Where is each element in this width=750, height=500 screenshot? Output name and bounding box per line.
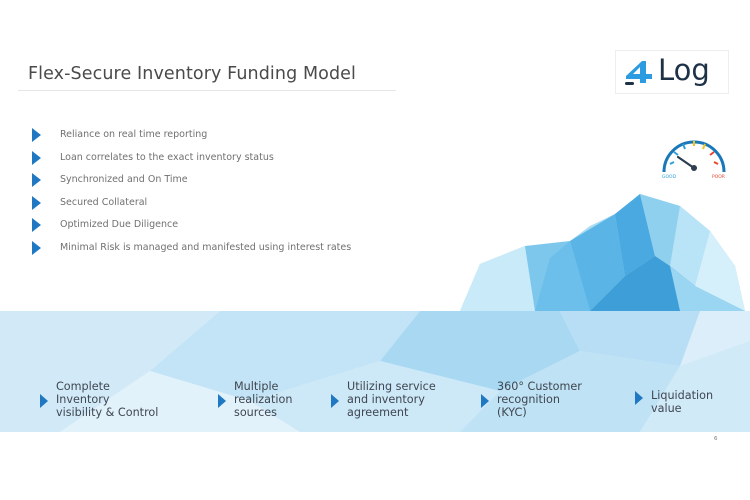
bullet-list: Reliance on real time reporting Loan cor… (32, 127, 432, 263)
triangle-bullet-icon (40, 394, 48, 408)
bullet-text: Minimal Risk is managed and manifested u… (60, 241, 352, 253)
bullet-text: Optimized Due Diligence (60, 219, 179, 231)
triangle-bullet-icon (32, 150, 41, 165)
logo-text: Log (658, 53, 710, 87)
title-bar: Flex-Secure Inventory Funding Model (18, 62, 396, 91)
bullet-text: Synchronized and On Time (60, 174, 188, 186)
triangle-bullet-icon (32, 128, 41, 142)
slide-title: Flex-Secure Inventory Funding Model (28, 64, 357, 84)
gauge-poor-label: POOR (712, 174, 725, 180)
triangle-bullet-icon (32, 195, 41, 210)
logo-mark-icon (625, 61, 652, 85)
bullet-item: Loan correlates to the exact inventory s… (32, 150, 432, 173)
bullet-item: Secured Collateral (32, 195, 432, 218)
page-number: 6 (714, 436, 718, 442)
triangle-bullet-icon (481, 394, 489, 408)
triangle-bullet-icon (218, 394, 226, 408)
feature-text: Utilizing service and inventory agreemen… (347, 380, 436, 420)
gauge-good-label: GOOD (662, 174, 677, 180)
iceberg-illustration (460, 194, 745, 311)
underwater-band (0, 311, 750, 432)
bullet-item: Optimized Due Diligence (32, 217, 432, 240)
bullet-text: Loan correlates to the exact inventory s… (60, 151, 274, 163)
bullet-item: Synchronized and On Time (32, 172, 432, 195)
triangle-bullet-icon (331, 394, 339, 408)
feature-text: Complete Inventory visibility & Control (56, 380, 159, 420)
bullet-text: Reliance on real time reporting (60, 129, 208, 140)
feature-text: Multiple realization sources (234, 380, 293, 420)
bullet-item: Minimal Risk is managed and manifested u… (32, 240, 432, 263)
bullet-item: Reliance on real time reporting (32, 127, 432, 150)
company-logo: Log (615, 50, 729, 94)
speedometer-icon: GOOD POOR (662, 140, 726, 180)
triangle-bullet-icon (635, 391, 643, 405)
triangle-bullet-icon (32, 240, 41, 255)
feature-text: 360° Customer recognition (KYC) (497, 380, 582, 420)
submerged-iceberg-illustration (0, 311, 750, 432)
triangle-bullet-icon (32, 218, 41, 233)
feature-text: Liquidation value (651, 389, 714, 416)
bullet-text: Secured Collateral (60, 196, 148, 208)
triangle-bullet-icon (32, 173, 41, 188)
